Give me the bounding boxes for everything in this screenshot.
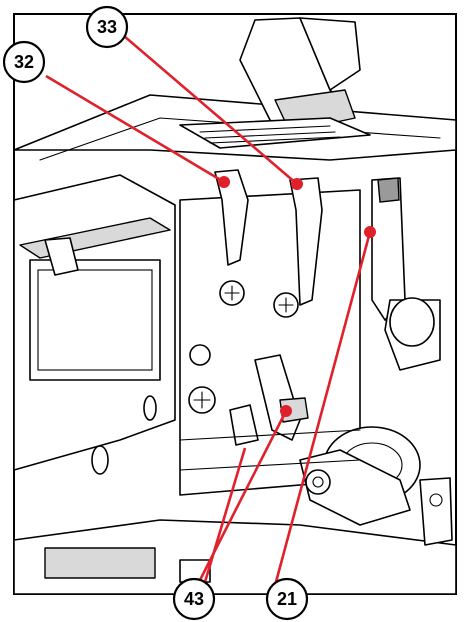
callout-43-label: 43	[184, 589, 204, 609]
callout-32-label: 32	[14, 52, 34, 72]
leader-lines	[45, 35, 376, 583]
leader-33-dot	[291, 178, 303, 190]
callout-33-label: 33	[97, 17, 117, 37]
machine-illustration	[13, 17, 457, 595]
callout-43: 43	[172, 577, 216, 621]
callout-21-label: 21	[277, 589, 297, 609]
leader-21-dot	[364, 226, 376, 238]
leader-33	[123, 35, 298, 185]
callout-21: 21	[265, 577, 309, 621]
leader-43b	[203, 447, 247, 583]
leader-32	[45, 74, 225, 184]
leader-21	[274, 231, 372, 583]
leader-43-dot	[280, 405, 292, 417]
callout-32: 32	[2, 40, 46, 84]
leader-32-dot	[218, 176, 230, 188]
callout-33: 33	[85, 5, 129, 49]
